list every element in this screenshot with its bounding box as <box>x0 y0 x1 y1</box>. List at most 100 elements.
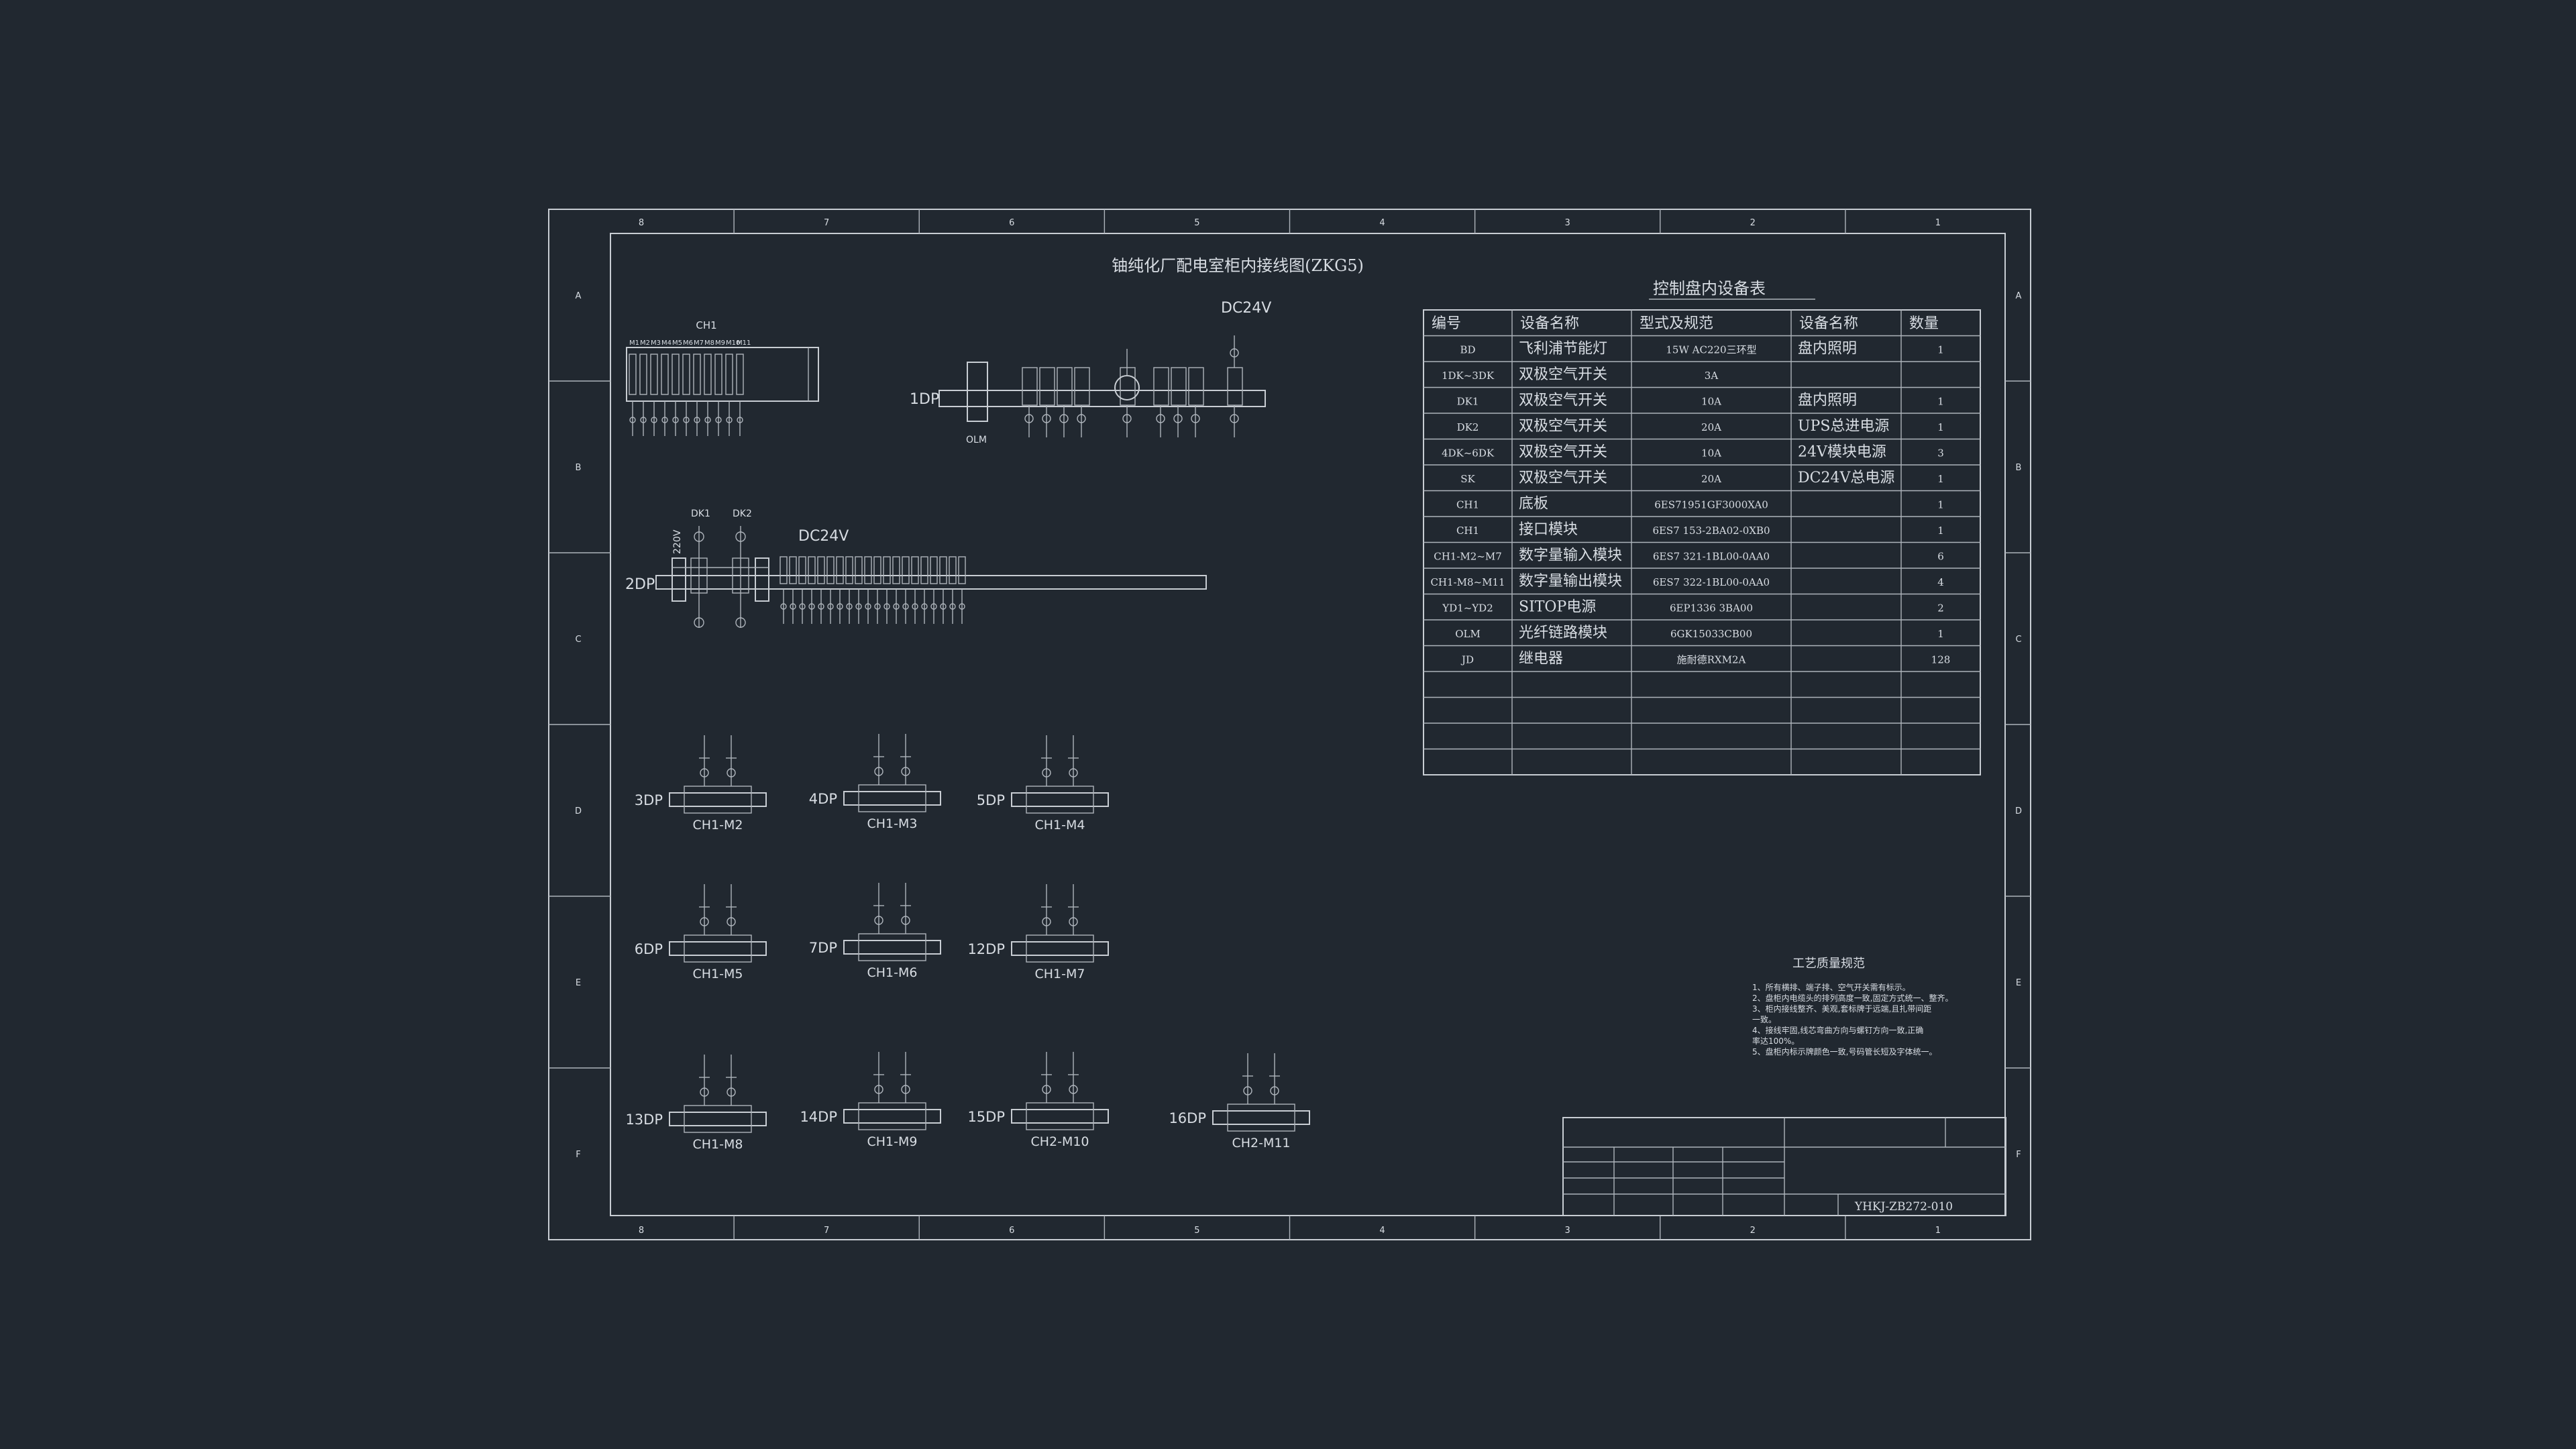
table-cell: 光纤链路模块 <box>1519 625 1607 641</box>
table-cell: 4 <box>1937 576 1944 588</box>
table-cell: 2 <box>1937 602 1944 614</box>
frame-row-label-right: B <box>2016 463 2022 473</box>
table-cell: 6 <box>1937 551 1944 563</box>
note-line: 4、接线牢固,线芯弯曲方向与螺钉方向一致,正确 <box>1752 1025 1923 1035</box>
ch1-module-label: M6 <box>683 339 693 347</box>
table-cell: 4DK~6DK <box>1442 447 1495 460</box>
table-cell: 1 <box>1937 499 1944 511</box>
table-cell: OLM <box>1455 628 1481 640</box>
dp-module-label: CH2-M11 <box>1232 1136 1290 1150</box>
table-cell: 双极空气开关 <box>1519 366 1607 383</box>
table-cell: YD1~YD2 <box>1442 602 1493 614</box>
panel-2dp-label: 2DP <box>625 576 655 593</box>
frame-col-label-top: 3 <box>1565 218 1570 228</box>
frame-row-label-right: A <box>2016 291 2022 301</box>
frame-col-label-bottom: 6 <box>1009 1226 1014 1236</box>
table-cell: 数字量输入模块 <box>1519 547 1622 564</box>
dk1-label: DK1 <box>691 508 710 519</box>
note-line: 率达100%。 <box>1752 1036 1799 1046</box>
table-cell: 接口模块 <box>1519 521 1578 538</box>
table-cell: 底板 <box>1519 496 1548 513</box>
drawing-title: 铀纯化厂配电室柜内接线图(ZKG5) <box>1112 256 1364 275</box>
table-cell: JD <box>1460 654 1474 666</box>
frame-col-label-top: 6 <box>1009 218 1014 228</box>
frame-col-label-bottom: 3 <box>1565 1226 1570 1236</box>
table-cell: 1 <box>1937 421 1944 433</box>
dp-module-label: CH1-M2 <box>693 818 743 833</box>
ch1-module-label: M2 <box>640 339 650 347</box>
dp-panel-label: 4DP <box>809 791 837 807</box>
panel-2dp-strip: 2DP DK1 DK2 220V DC24V <box>625 508 1207 628</box>
table-cell: CH1-M2~M7 <box>1434 551 1502 563</box>
olm-label: OLM <box>966 435 987 445</box>
ch1-module-label: M11 <box>737 339 751 347</box>
ch1-module-label: M7 <box>694 339 704 347</box>
table-cell: CH1 <box>1456 525 1479 537</box>
table-cell: DK2 <box>1457 421 1479 433</box>
dp-module-label: CH1-M8 <box>693 1137 743 1152</box>
frame-row-label-left: B <box>576 463 582 473</box>
table-cell: 15W AC220三环型 <box>1666 344 1756 356</box>
table-header-cell: 设备名称 <box>1520 315 1579 332</box>
table-cell: 20A <box>1701 473 1721 485</box>
dp-module-label: CH1-M4 <box>1035 818 1085 833</box>
table-cell: 1 <box>1937 396 1944 408</box>
frame-row-label-right: D <box>2015 806 2022 816</box>
frame-row-label-left: F <box>576 1150 580 1160</box>
panel-1dp-label: 1DP <box>910 391 939 408</box>
table-cell: 1DK~3DK <box>1442 370 1495 382</box>
equipment-table-title: 控制盘内设备表 <box>1653 279 1766 298</box>
table-cell: 1 <box>1937 473 1944 485</box>
table-cell: CH1 <box>1456 499 1479 511</box>
frame-col-label-top: 4 <box>1379 218 1385 228</box>
table-cell: SK <box>1460 473 1475 485</box>
frame-col-label-bottom: 1 <box>1935 1226 1941 1236</box>
table-header-cell: 编号 <box>1432 315 1461 332</box>
title-block: YHKJ-ZB272-010 <box>1562 1117 2006 1216</box>
ch1-module-label: M8 <box>704 339 714 347</box>
dk2-label: DK2 <box>733 508 752 519</box>
table-cell: 3 <box>1937 447 1944 460</box>
table-cell: CH1-M8~M11 <box>1430 576 1505 588</box>
table-cell: 6GK15033CB00 <box>1670 628 1752 640</box>
outer-frame <box>548 209 2031 1240</box>
table-cell: 飞利浦节能灯 <box>1519 341 1607 358</box>
ch1-module-label: M10 <box>726 339 740 347</box>
table-header-cell: 设备名称 <box>1799 315 1858 332</box>
table-cell: 盘内照明 <box>1798 392 1857 409</box>
notes-title: 工艺质量规范 <box>1792 957 1865 971</box>
dp-module-label: CH1-M9 <box>867 1134 918 1149</box>
table-cell: 数字量输出模块 <box>1519 573 1622 590</box>
frame-col-label-bottom: 2 <box>1750 1226 1756 1236</box>
note-line: 3、柜内接线整齐、美观,套标牌于远端,且扎带间距 <box>1752 1004 1931 1014</box>
panel-1dp-strip: 1DP OLM DC24V <box>910 300 1271 445</box>
frame-row-label-right: E <box>2016 978 2021 988</box>
frame-col-label-bottom: 5 <box>1194 1226 1199 1236</box>
ch1-module-label: M9 <box>715 339 725 347</box>
panel-2dp-devices <box>672 526 966 628</box>
ch1-module-label: M5 <box>672 339 682 347</box>
frame-col-label-top: 1 <box>1935 218 1941 228</box>
table-cell: 6ES7 153-2BA02-0XB0 <box>1652 525 1770 537</box>
ch1-module-label: M3 <box>651 339 661 347</box>
dp-panel-label: 15DP <box>967 1109 1005 1125</box>
frame-row-label-right: F <box>2016 1150 2021 1160</box>
table-cell: 双极空气开关 <box>1519 418 1607 435</box>
dp-panel-label: 6DP <box>635 941 663 957</box>
frame-row-label-left: C <box>575 635 581 645</box>
table-cell: 128 <box>1931 654 1951 666</box>
inner-frame <box>610 233 2006 1216</box>
frame-row-label-right: C <box>2015 635 2021 645</box>
ac220-label: 220V <box>672 529 683 554</box>
dp-terminal-blocks: 3DPCH1-M24DPCH1-M35DPCH1-M46DPCH1-M57DPC… <box>625 734 1310 1152</box>
